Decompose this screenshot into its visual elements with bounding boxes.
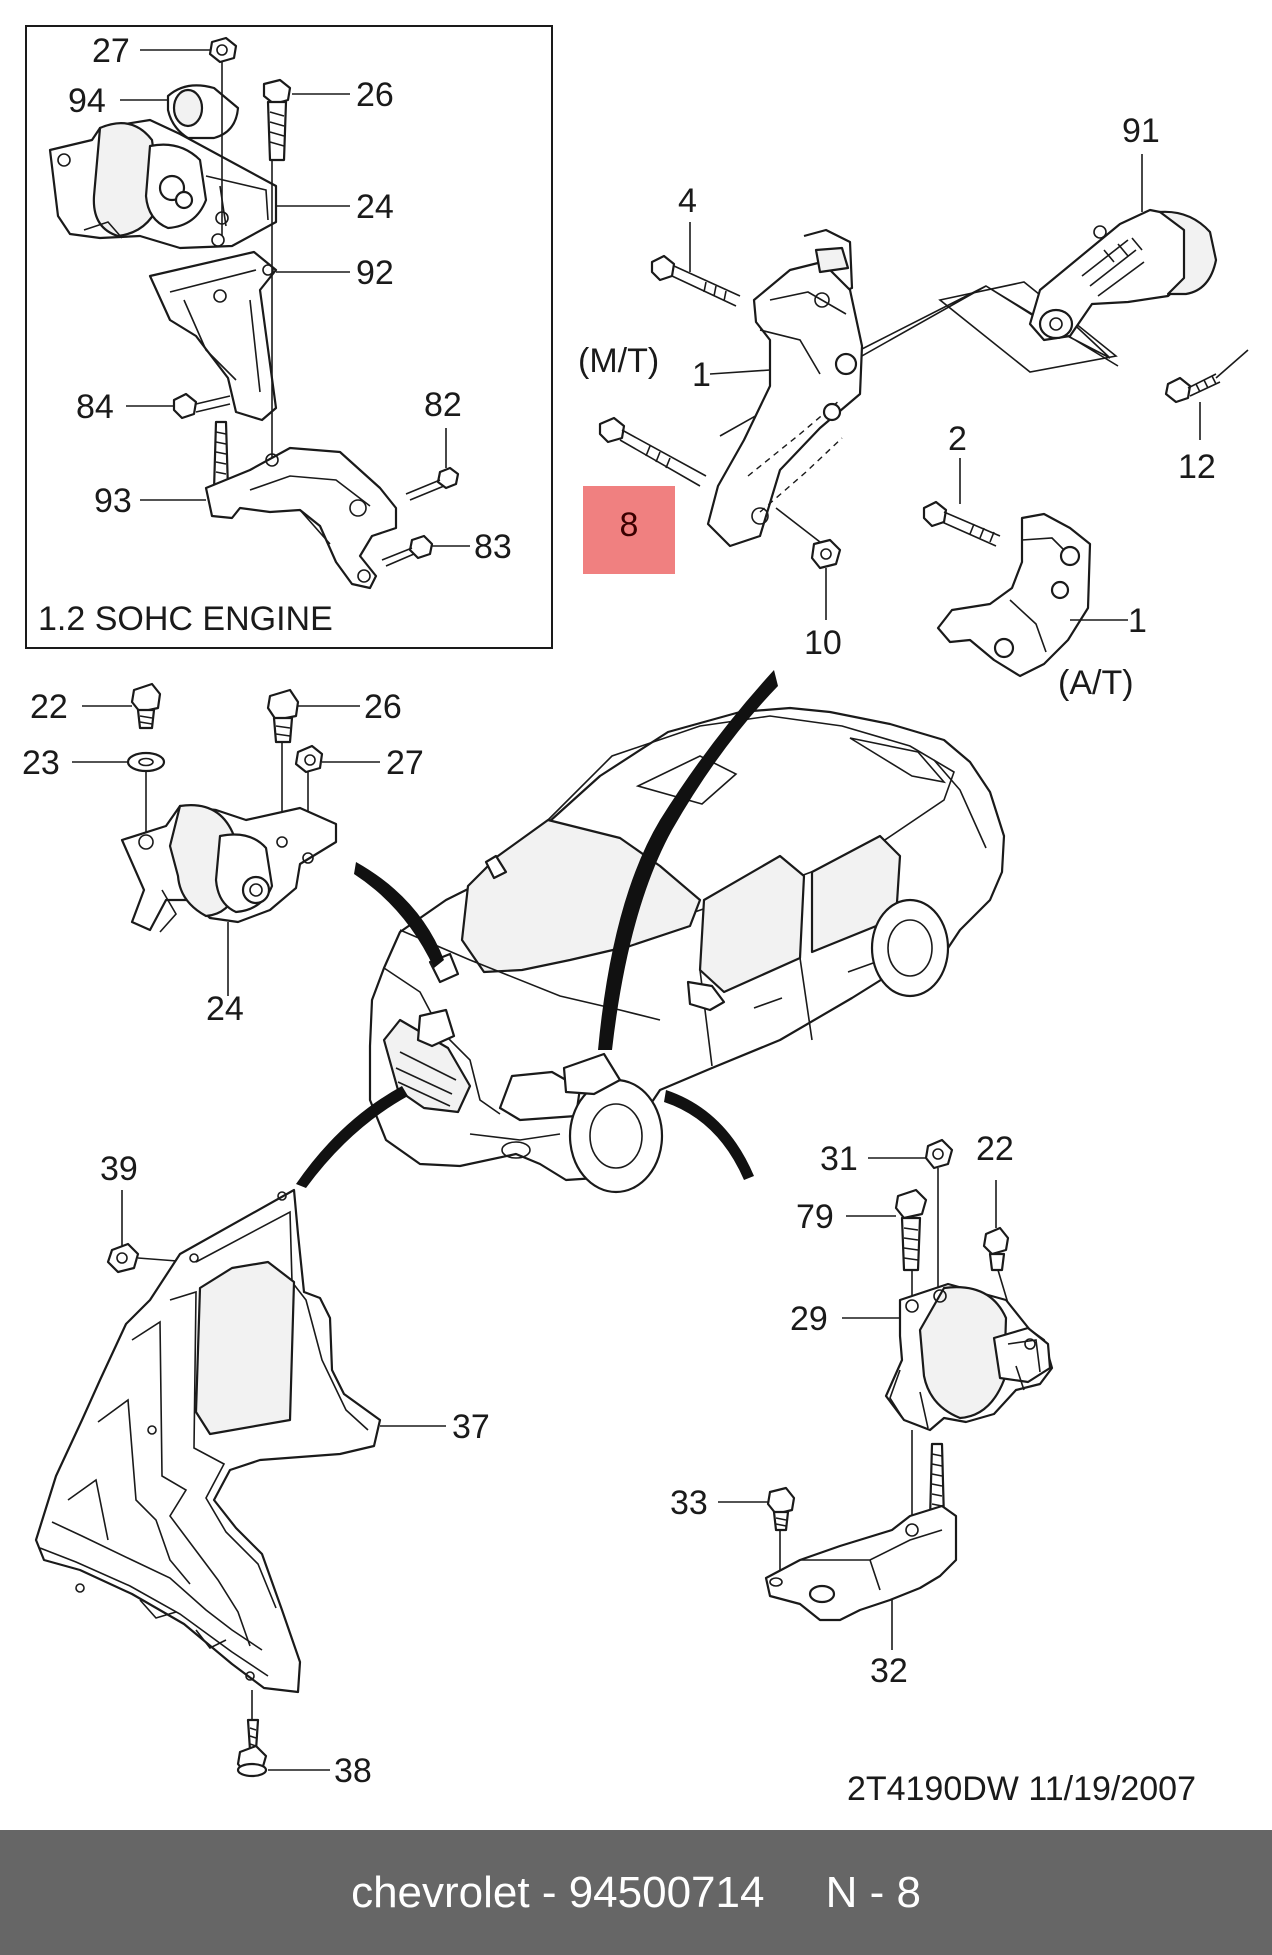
inset-label-93: 93 [94,482,132,520]
mount-29 [842,1282,1054,1432]
label-32: 32 [870,1652,908,1690]
label-at: (A/T) [1058,664,1134,702]
footer-text: chevrolet - 94500714 N - 8 [351,1867,921,1917]
label-1-at: 1 [1128,602,1147,640]
bolt-26-left [266,688,360,744]
inset-bracket-93 [140,420,398,590]
label-22-right: 22 [976,1130,1014,1168]
nut-27-left [294,744,380,774]
inset-bumper-94 [120,84,240,140]
nut-10 [775,507,842,620]
label-mt: (M/T) [578,342,659,380]
inset-nut-27 [140,36,238,64]
label-2: 2 [948,420,967,458]
bolt-2 [922,458,1001,547]
nut-31 [868,1138,954,1296]
inset-title: 1.2 SOHC ENGINE [38,600,333,638]
inset-label-84: 84 [76,388,114,426]
inset-panel: 27 94 26 24 92 84 82 93 83 1.2 SOHC ENGI… [25,25,553,649]
inset-bracket-92 [148,250,350,422]
inset-bolt-84 [126,392,231,420]
inset-label-94: 94 [68,82,106,120]
inset-mount-24 [48,118,350,250]
bolt-22-left [82,682,162,730]
bracket-1-at [936,512,1128,678]
label-38: 38 [334,1752,372,1790]
parts-diagram: 27 94 26 24 92 84 82 93 83 1.2 SOHC ENGI… [22,25,1249,1808]
label-79: 79 [796,1198,834,1236]
car-illustration [296,670,1006,1194]
bracket-1-mt [706,228,864,548]
inset-bolt-83 [381,534,470,567]
bolt-33 [718,1486,796,1578]
inset-bolt-26 [262,78,350,162]
washer-23 [72,751,166,773]
label-29: 29 [790,1300,828,1338]
bolt-8 [598,416,707,487]
bolt-4 [650,222,741,307]
highlight-8: 8 [583,486,675,574]
drawing-code: 2T4190DW 11/19/2007 [847,1770,1196,1808]
label-33: 33 [670,1484,708,1522]
mount-91 [1028,154,1218,342]
inset-label-24: 24 [356,188,394,226]
inset-label-92: 92 [356,254,394,292]
inset-label-27: 27 [92,32,130,70]
label-1-mt: 1 [692,356,711,394]
inset-label-26: 26 [356,76,394,114]
label-26-left: 26 [364,688,402,726]
label-37: 37 [452,1408,490,1446]
engine-mount-group: 22 26 23 27 24 [22,682,424,1028]
bolt-12 [1164,349,1249,440]
label-24-left: 24 [206,990,244,1028]
transmission-mount-group: (M/T) 4 91 1 12 2 10 1 (A/T) 8 [578,112,1249,702]
label-39: 39 [100,1150,138,1188]
bolt-79 [846,1188,928,1300]
splash-shield-group: 39 37 38 [34,1150,490,1790]
inset-bolt-82 [405,428,460,501]
label-27-left: 27 [386,744,424,782]
footer-bar: chevrolet - 94500714 N - 8 [0,1830,1272,1955]
rear-mount-group: 31 22 79 29 33 32 [670,1130,1054,1690]
label-12: 12 [1178,448,1216,486]
label-10: 10 [804,624,842,662]
bolt-38 [236,1690,330,1778]
mount-24-left [120,804,338,996]
label-8: 8 [620,506,639,544]
label-23: 23 [22,744,60,782]
label-91: 91 [1122,112,1160,150]
inset-label-82: 82 [424,386,462,424]
label-22-left: 22 [30,688,68,726]
bracket-32 [764,1504,958,1650]
label-31: 31 [820,1140,858,1178]
label-4: 4 [678,182,697,220]
inset-label-83: 83 [474,528,512,566]
